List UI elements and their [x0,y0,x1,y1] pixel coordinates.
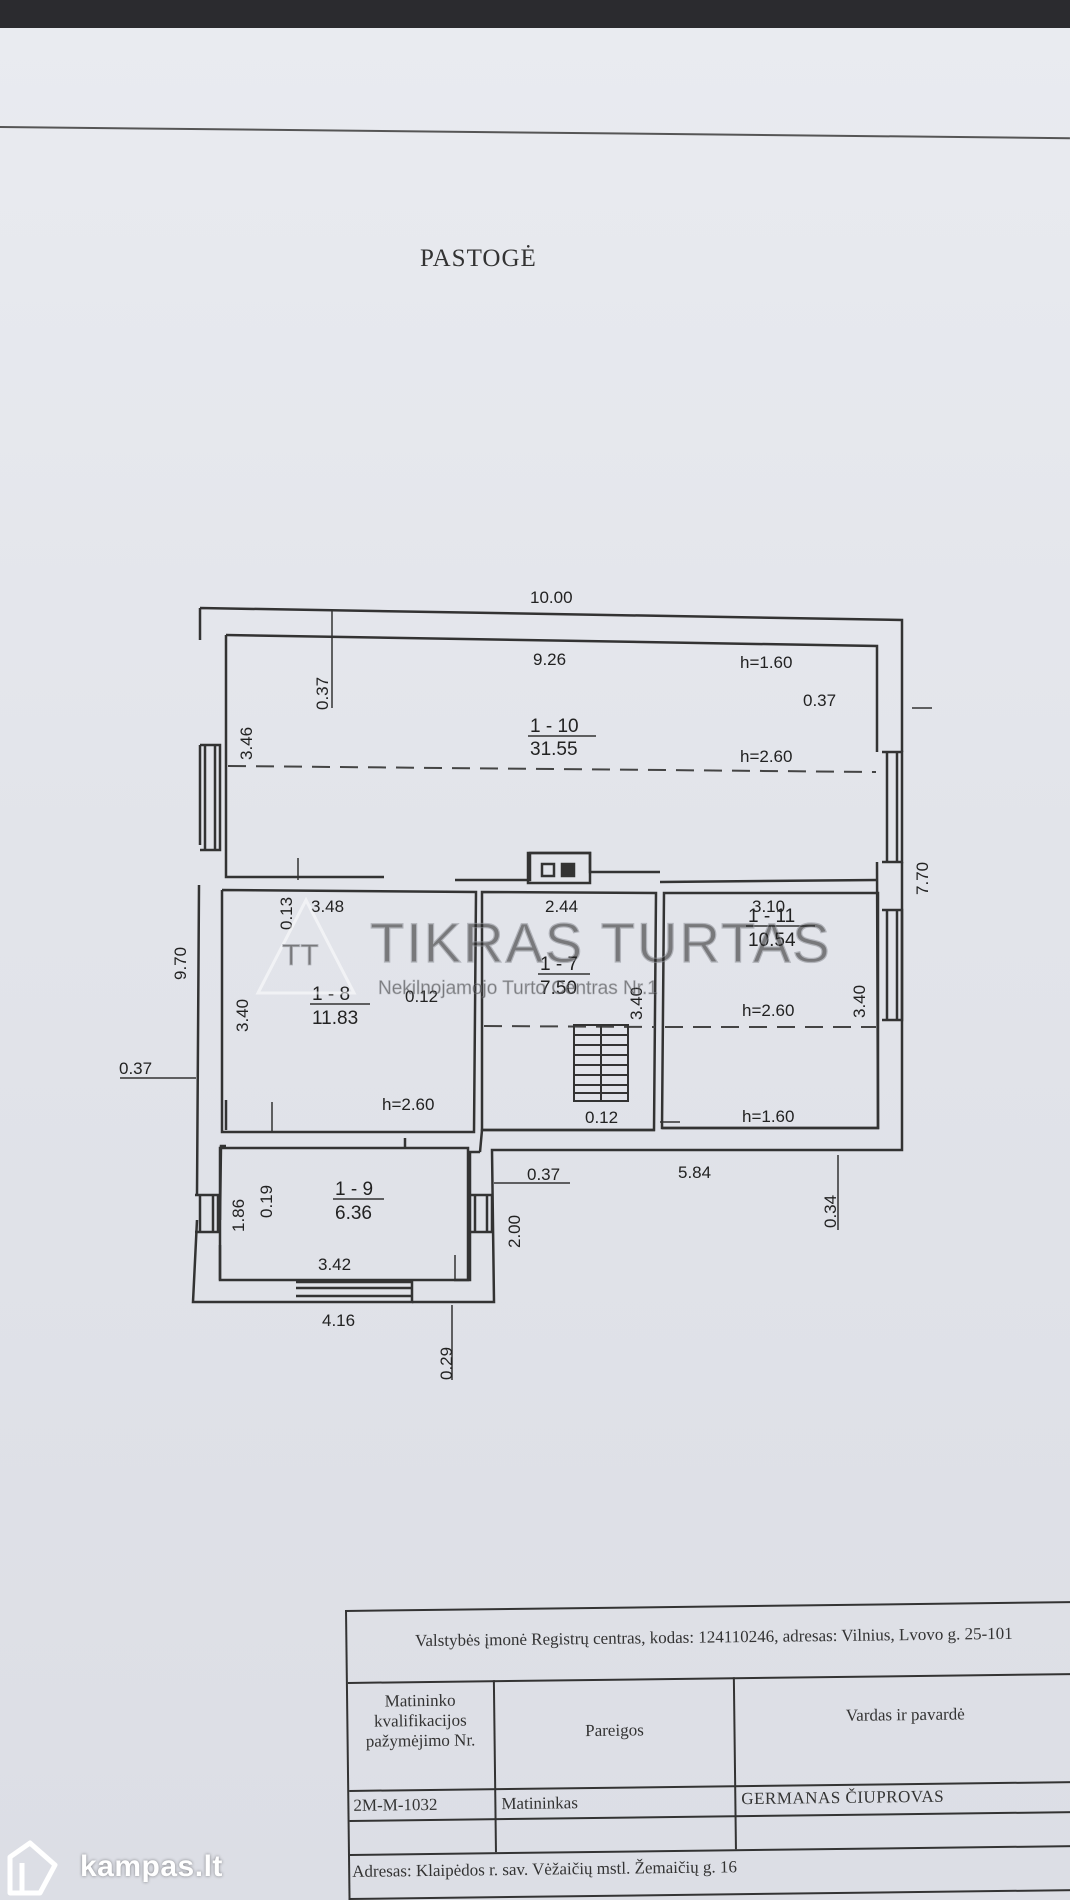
dim-bottom-029: 0.29 [437,1347,456,1380]
dim-r11-bottom: 5.84 [678,1163,711,1182]
room-8-walls [220,888,478,1134]
dim-r8-013: 0.13 [277,897,296,930]
window-bottom [296,1280,414,1304]
dim-r11-width: 3.10 [752,897,785,916]
window-right-low [882,908,904,1022]
height-r8: h=2.60 [382,1095,434,1114]
dim-top-outer: 10.00 [530,588,573,607]
dim-right-034: 0.34 [821,1195,840,1228]
house-icon [7,1840,58,1896]
room-7-walls [480,890,658,1132]
dim-r7-340: 3.40 [627,987,646,1020]
col-position-header: Pareigos [585,1720,644,1741]
kampas-logo [7,1840,58,1896]
dim-left-970: 9.70 [171,947,190,980]
watermark: TT TIKRAS TURTAS Nekilnojamojo Turto Cen… [255,896,832,999]
watermark-mark: TT [282,939,319,972]
dim-left-346: 3.46 [237,727,256,760]
surveyor-name: GERMANAS ČIUPROVAS [741,1786,945,1809]
room-9-walls [218,1138,470,1282]
qualification-number: 2M-M-1032 [353,1794,438,1815]
watermark-subtitle: Nekilnojamojo Turto Centras Nr.1 [378,978,658,999]
stairs [573,1024,629,1102]
outer-wall [191,606,904,1304]
title-block-header: Valstybės įmonė Registrų centras, kodas:… [414,1623,1013,1651]
height-r10-2: h=2.60 [740,747,792,766]
dim-r9-019: 0.19 [257,1185,276,1218]
dim-top-inner: 9.26 [533,650,566,669]
window-left-top [200,743,222,852]
dim-r9-width: 3.42 [318,1255,351,1274]
height-r11-1: h=2.60 [742,1001,794,1020]
room-10-area: 31.55 [530,739,578,760]
col-name-header: Vardas ir pavardė [845,1704,965,1725]
address: Adresas: Klaipėdos r. sav. Vėžaičių mstl… [352,1857,738,1881]
window-right-top [882,750,904,864]
paper-sheet [0,28,1070,1900]
position-value: Matininkas [501,1793,578,1814]
watermark-name: TIKRAS TURTAS [370,911,832,974]
room-9-id: 1 - 9 [335,1179,373,1200]
dim-wall-right: 0.37 [803,691,836,710]
room-11-area: 10.54 [748,930,796,951]
title-block: Valstybės įmonė Registrų centras, kodas:… [345,1601,1070,1900]
window-room9-right [470,1193,494,1234]
logo-text: kampas.lt [80,1850,223,1883]
dim-bottom-416: 4.16 [322,1311,355,1330]
dim-r8-012: 0.12 [405,987,438,1006]
room-11-id: 1 - 11 [748,906,795,927]
plan-title: PASTOGĖ [420,245,537,272]
dim-r9-186: 1.86 [229,1199,248,1232]
dim-r8-width: 3.48 [311,897,344,916]
dim-wall-left: 0.37 [119,1059,152,1078]
dim-r7-width: 2.44 [545,897,578,916]
dim-wall-top: 0.37 [313,677,332,710]
dim-r9-200: 2.00 [505,1215,524,1248]
col-qualification-header: Matininko kvalifikacijos pažymėjimo Nr. [365,1690,476,1751]
room-7-id: 1 - 7 [540,954,578,975]
dim-r8-340: 3.40 [233,999,252,1032]
dim-right-770: 7.70 [913,862,932,895]
dim-r7-012: 0.12 [585,1108,618,1127]
height-r11-2: h=1.60 [742,1107,794,1126]
room-10-id: 1 - 10 [530,716,579,737]
dim-r11-340: 3.40 [850,985,869,1018]
height-r10-1: h=1.60 [740,653,792,672]
dim-wall-mid: 0.37 [527,1165,560,1184]
room-11-walls [660,891,880,1130]
window-left-low [195,1193,220,1234]
room-9-area: 6.36 [335,1203,372,1224]
room-8-area: 11.83 [312,1008,358,1029]
room-7-area: 7.50 [540,978,577,999]
chimney [526,851,592,885]
